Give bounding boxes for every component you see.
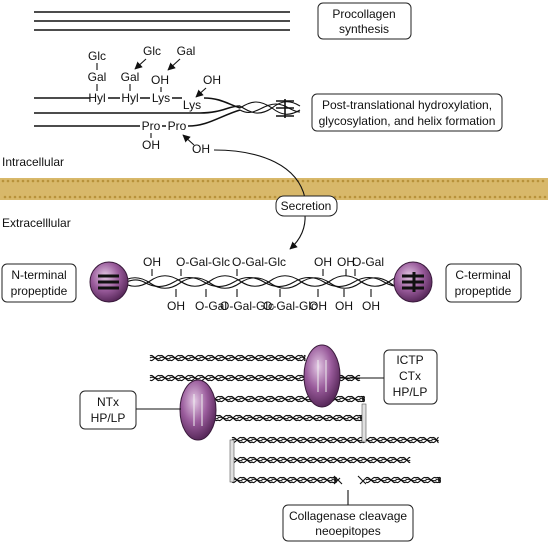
hyl-label-1: Hyl [88,91,105,105]
mature-bottom-label: OH [167,299,185,313]
secretion-arrow-top [213,149,306,199]
collagenase-box: Collagenase cleavage neoepitopes [282,504,414,542]
secretion-box: Secretion [275,195,338,217]
ictp-line-2: CTx [399,369,421,383]
ntx-crosslink-globe [179,379,217,441]
mature-bottom-label: O-Gal-Glc [220,299,274,313]
procollagen-line-2: synthesis [339,22,389,36]
oh-label-3: OH [142,138,160,152]
collagenase-line-2: neoepitopes [315,524,380,538]
c-terminal-line-1: C-terminal [455,268,510,282]
cleavage-marks [333,475,367,485]
ictp-box: ICTP CTx HP/LP [383,349,438,405]
post-translational-line-1: Post-translational hydroxylation, [322,98,492,112]
mature-procollagen-helix [119,275,413,289]
gal-label-3: Gal [177,44,196,58]
oh-label-1: OH [151,73,169,87]
intracellular-label: Intracellular [2,155,64,169]
mature-top-label: OH [337,255,355,269]
mature-top-label: O-Gal [352,255,384,269]
extracellular-label: Extracelllular [2,216,71,230]
c-terminal-propeptide-box: C-terminal propeptide [445,263,522,303]
mature-bottom-label: OH [309,299,327,313]
c-terminal-line-2: propeptide [455,284,512,298]
hydroxylysine-labels: Glc Gal Hyl Glc Gal Hyl Gal OH Lys OH Ly… [88,44,221,112]
oh-label-4: OH [192,142,210,156]
proline-labels: Pro OH Pro OH [142,119,210,156]
lys-label-1: Lys [152,91,170,105]
ictp-crosslink-globe [303,344,341,408]
n-terminal-line-1: N-terminal [11,268,66,282]
mature-top-label: OH [143,255,161,269]
n-terminal-line-2: propeptide [11,284,68,298]
cell-membrane [0,178,548,200]
mature-bottom-label: OH [335,299,353,313]
pro-label-1: Pro [142,119,161,133]
fibril-row-3 [199,395,365,403]
fibril-row-4 [197,414,363,422]
secretion-arrow-bottom [289,213,306,250]
c-terminal-globe [393,261,433,303]
mature-bottom-label: OH [362,299,380,313]
hyl-label-2: Hyl [121,91,138,105]
modified-strands [34,97,301,127]
lys-label-2: Lys [183,98,201,112]
post-translational-line-2: glycosylation, and helix formation [319,114,496,128]
n-terminal-propeptide-box: N-terminal propeptide [1,263,77,303]
collagen-fibrils [149,354,441,485]
mature-bottom-label: O-Gal [195,299,227,313]
ictp-line-3: HP/LP [393,385,428,399]
fibril-row-7 [231,476,337,484]
mature-top-label: OH [314,255,332,269]
collagenase-line-1: Collagenase cleavage [289,509,407,523]
mature-top-label: O-Gal-Glc [232,255,286,269]
procollagen-line-1: Procollagen [332,7,395,21]
mature-top-label: O-Gal-Glc [176,255,230,269]
oh-label-2: OH [203,73,221,87]
pro-label-2: Pro [168,119,187,133]
crosslink-bars [229,403,367,483]
fibril-row-5 [231,436,439,444]
post-translational-box: Post-translational hydroxylation, glycos… [311,93,503,132]
glc-label-1: Glc [88,49,106,63]
gal-label-2: Gal [121,70,140,84]
fibril-row-8 [365,476,441,484]
glc-label-2: Glc [143,44,161,58]
n-terminal-globe [89,261,129,303]
procollagen-synthesis-box: Procollagen synthesis [317,2,412,40]
procollagen-strands [34,11,290,31]
fibril-row-6 [231,456,411,464]
mature-bottom-label: O-Gal-Glc [263,299,317,313]
ntx-box: NTx HP/LP [79,390,137,430]
secretion-label: Secretion [281,199,332,213]
ictp-line-1: ICTP [396,353,423,367]
gal-label-1: Gal [88,70,107,84]
ntx-line-2: HP/LP [91,411,126,425]
ntx-line-1: NTx [97,395,119,409]
fibril-row-1 [149,354,306,362]
